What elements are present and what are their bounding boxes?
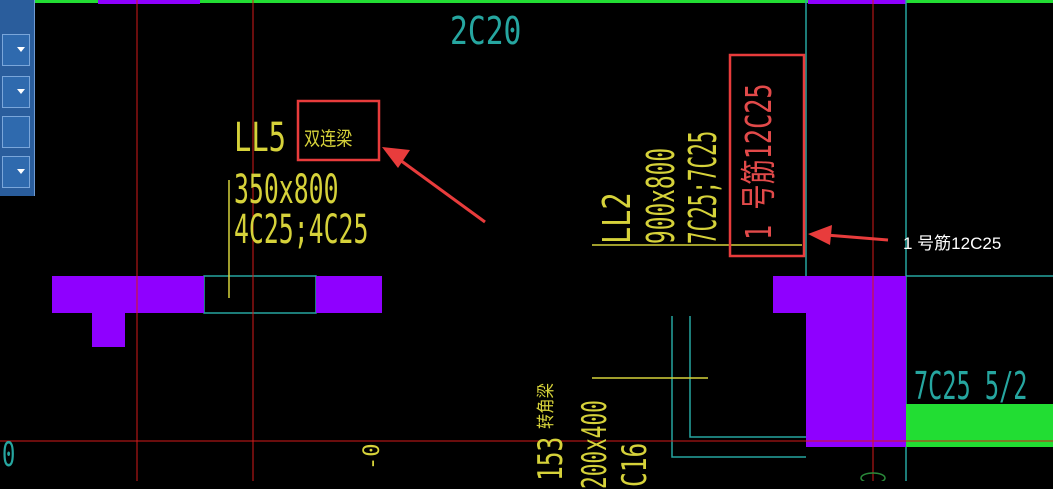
bottom-beam-code: 153: [531, 436, 571, 481]
chevron-down-icon: [17, 47, 25, 52]
beam-ll2-name: LL2: [595, 192, 639, 244]
bottom-beam-size: 200x400: [575, 400, 615, 489]
top-purple-column-left: [98, 0, 200, 4]
cyan-beam-outline: [689, 316, 806, 438]
chevron-down-icon: [17, 89, 25, 94]
annotation-arrow-line: [399, 158, 486, 224]
highlight-box-rebar-note: [728, 53, 806, 258]
dropdown-button[interactable]: [2, 76, 30, 108]
beam-ll5-size: 350x800: [234, 167, 339, 213]
beam-ll5-name: LL5: [234, 115, 287, 161]
bottom-beam-rebar: C16: [615, 442, 655, 487]
beam-ll2-reinforcement: 7C25;7C25: [681, 130, 725, 244]
left-edge-fragment: 0: [2, 435, 16, 475]
highlight-box-beam-type: [296, 99, 381, 162]
annotation-arrow-line: [825, 233, 889, 242]
annotation-arrowhead: [382, 147, 410, 168]
bottom-beam-note: 转角梁: [536, 383, 557, 429]
purple-column: [92, 313, 125, 347]
cyan-beam-outline: [203, 275, 317, 314]
beam-ll2-size: 900x800: [639, 147, 683, 244]
small-mark: -0: [360, 443, 385, 471]
top-rebar-label: 2C20: [450, 9, 522, 53]
green-wall: [906, 404, 1053, 447]
purple-column: [773, 276, 906, 313]
axis-marker: [860, 472, 886, 481]
right-rebar-label: 7C25 5/2: [914, 364, 1028, 408]
beam-ll5-type-note: 双连梁: [304, 128, 353, 150]
left-toolbar-panel: [0, 0, 35, 196]
purple-column: [52, 276, 204, 313]
cyan-beam-outline: [671, 316, 806, 458]
chevron-down-icon: [17, 169, 25, 174]
annotation-callout-text: 1 号筋12C25: [903, 234, 1002, 253]
top-wall-line: [34, 0, 1053, 3]
dropdown-button[interactable]: [2, 156, 30, 188]
purple-column: [316, 276, 382, 313]
beam-ll2-note: 1 号筋12C25: [739, 83, 780, 240]
beam-ll5-reinforcement: 4C25;4C25: [234, 207, 369, 253]
toolbar-button[interactable]: [2, 116, 30, 148]
dropdown-button[interactable]: [2, 34, 30, 66]
annotation-arrowhead: [808, 225, 832, 245]
top-purple-column-right: [808, 0, 906, 4]
purple-column: [806, 313, 906, 447]
